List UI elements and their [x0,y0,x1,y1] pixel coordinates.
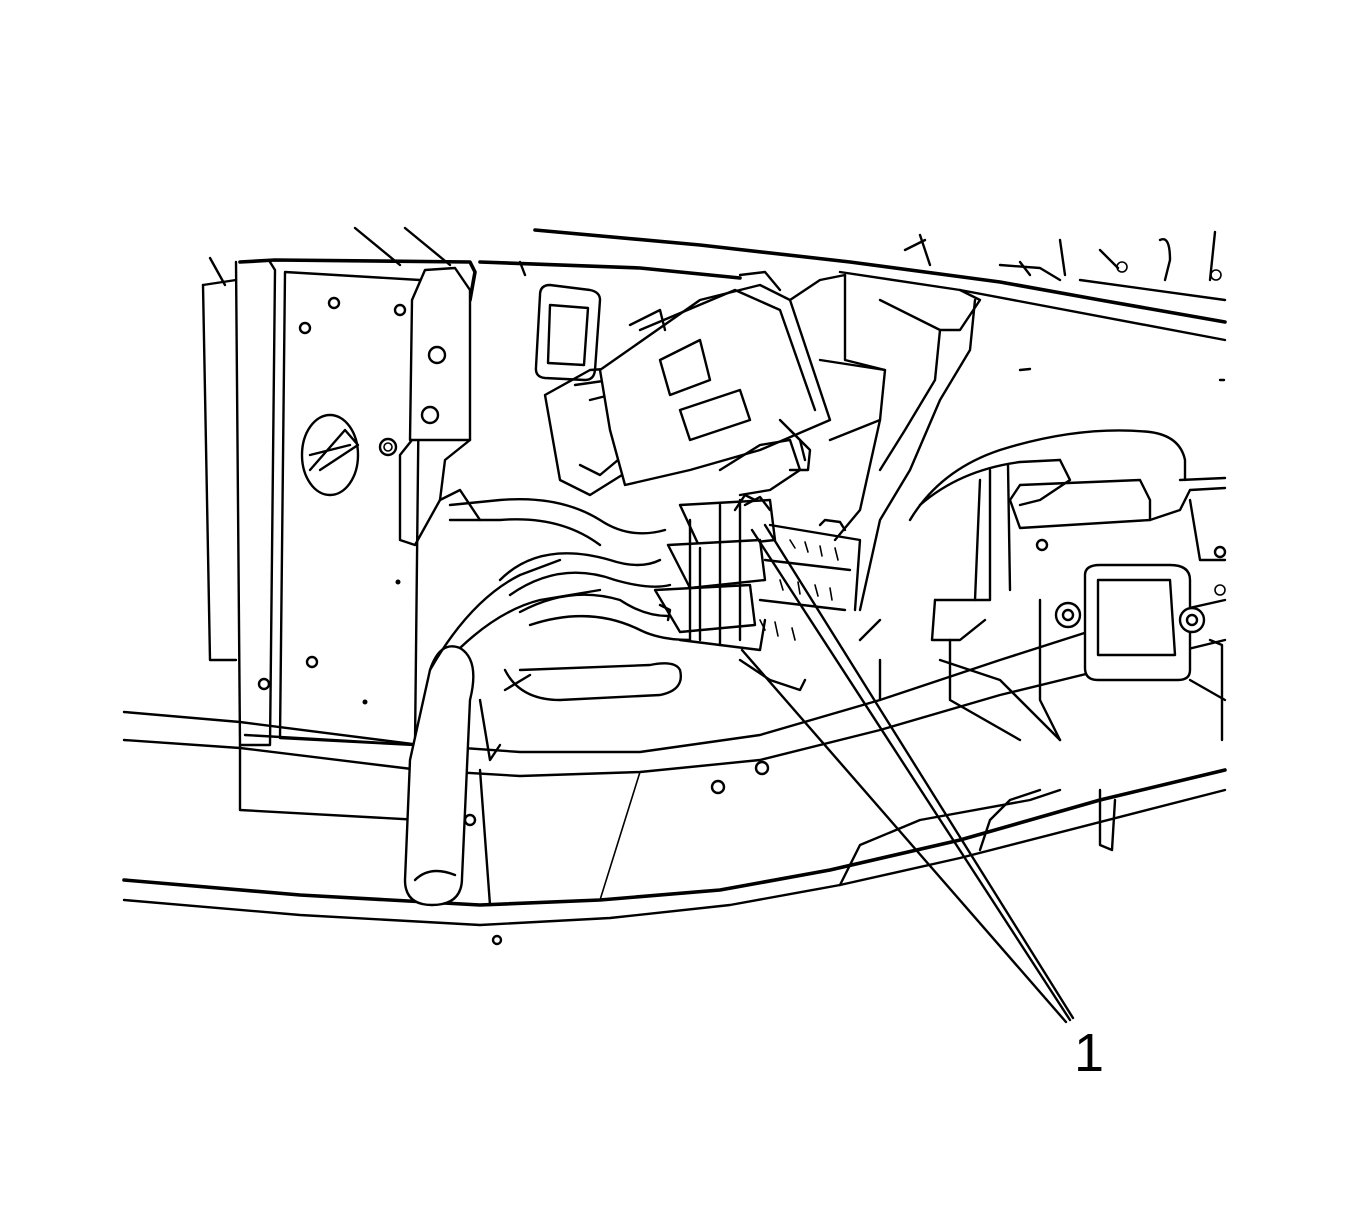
control-module [543,270,832,497]
callout-label-1: 1 [1074,1023,1105,1083]
rear-panel [478,228,1227,612]
filler-hose [403,558,602,907]
frame-rail [122,598,1227,946]
left-tank [201,226,477,822]
transmission-mount [858,429,1227,742]
electrical-connectors [653,493,862,692]
callout-leaders [740,523,1075,1024]
mounting-bracket [398,266,482,547]
wire-harness [448,497,692,702]
